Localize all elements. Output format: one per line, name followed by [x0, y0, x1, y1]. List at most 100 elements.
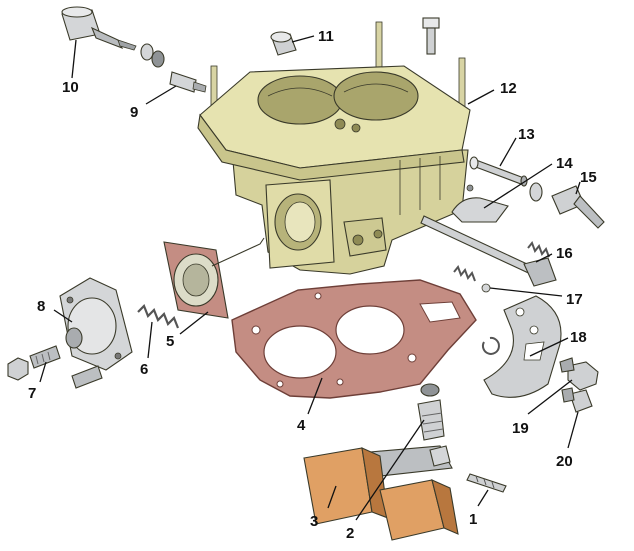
bore-small-port — [334, 118, 346, 130]
lever-plate-pivot — [466, 184, 474, 192]
part-screw-19 — [559, 357, 599, 391]
screw-20-shank — [561, 387, 575, 403]
callout-18: 18 — [570, 329, 587, 346]
callout-9: 9 — [130, 104, 138, 121]
leader-17 — [489, 287, 563, 297]
fuel-fitting-nozzle — [573, 195, 605, 229]
callout-1: 1 — [469, 511, 477, 528]
leader-18 — [529, 337, 569, 357]
leader-20 — [567, 411, 579, 449]
jet-fitting-thread — [192, 81, 207, 93]
cam-plate-slot — [523, 341, 545, 361]
leader-5 — [179, 311, 209, 335]
leader-12 — [467, 89, 495, 105]
fuel-fitting-washer — [529, 182, 543, 202]
leader-6 — [147, 321, 153, 359]
part-cam-plate — [481, 295, 562, 398]
return-spring-coil — [527, 241, 550, 258]
callout-19: 19 — [512, 420, 529, 437]
part-top-screw — [422, 17, 440, 55]
body-top-flange — [199, 65, 471, 169]
gasket-hole-3 — [407, 353, 417, 363]
gasket-hole-5 — [276, 380, 284, 388]
bore-venturi-detail — [267, 83, 409, 97]
lever-plate — [451, 197, 509, 223]
gasket-bore-left — [263, 325, 337, 379]
small-ball — [481, 283, 491, 293]
axle-pin-shank — [472, 159, 525, 185]
cam-clip — [481, 336, 500, 355]
callout-11: 11 — [318, 28, 334, 45]
float-arm-pin — [429, 445, 451, 467]
boss-hole-2 — [373, 229, 383, 239]
pump-cover-bolt-hole — [66, 296, 74, 304]
gasket-bore-right — [335, 305, 405, 355]
cam-plate-hole-1 — [515, 307, 525, 317]
diaphragm-rod — [211, 237, 265, 267]
screw-19-head — [567, 361, 599, 391]
leader-19 — [527, 379, 573, 415]
boss-hole — [352, 234, 364, 246]
leader-13 — [499, 137, 517, 167]
callout-3: 3 — [310, 513, 318, 530]
throttle-shaft-rod — [420, 215, 541, 278]
part-carburetor-body — [197, 21, 471, 275]
leader-8 — [53, 309, 73, 323]
seat-washer — [420, 383, 440, 397]
adjusting-screw-thread — [35, 351, 51, 365]
leader-7 — [39, 361, 47, 383]
secondary-bore — [333, 71, 419, 121]
gasket-hole-2 — [314, 292, 322, 300]
axle-pin-head — [469, 156, 479, 170]
leader-10 — [71, 39, 77, 79]
primary-bore — [257, 75, 343, 125]
part-lever-plate — [451, 184, 509, 223]
leader-3 — [327, 485, 337, 509]
gasket-cutout — [419, 301, 461, 323]
seat-thread — [421, 412, 444, 433]
cover-screw — [71, 365, 103, 389]
gasket-hole-4 — [336, 378, 344, 386]
needle-tip — [475, 475, 495, 489]
screw-20-head — [569, 389, 593, 413]
leader-4 — [307, 377, 323, 415]
solenoid-nozzle — [90, 26, 124, 50]
callout-8: 8 — [37, 298, 45, 315]
leader-9 — [145, 85, 177, 105]
part-jet-fitting — [169, 71, 207, 93]
solenoid-cap — [61, 6, 93, 18]
jet-fitting-body — [169, 71, 197, 93]
callout-20: 20 — [556, 453, 573, 470]
part-needle — [466, 473, 507, 493]
callout-17: 17 — [566, 291, 583, 308]
part-pump-cover — [59, 277, 133, 371]
callout-6: 6 — [140, 361, 148, 378]
callout-13: 13 — [518, 126, 535, 143]
body-side-boss — [343, 217, 387, 257]
part-plug — [270, 31, 297, 56]
leader-lines — [39, 35, 581, 521]
leader-16 — [535, 253, 553, 263]
pump-cover-outlet — [65, 327, 83, 349]
top-screw-shank — [426, 27, 436, 55]
leader-15 — [575, 181, 581, 195]
diaphragm-center — [182, 263, 210, 297]
callout-14: 14 — [556, 155, 573, 172]
throttle-shaft-lever — [523, 257, 557, 287]
small-spring-coil — [453, 265, 476, 282]
solenoid-washer — [140, 43, 154, 61]
part-pump-spring — [137, 304, 180, 329]
part-adjusting-screw — [7, 345, 103, 389]
callout-15: 15 — [580, 169, 597, 186]
body-right-rib — [399, 156, 441, 215]
cam-plate-hole-2 — [529, 325, 539, 335]
bore-small-port-2 — [351, 123, 361, 133]
cam-plate — [483, 295, 562, 398]
callout-2: 2 — [346, 525, 354, 542]
solenoid-seal — [151, 50, 165, 68]
callout-5: 5 — [166, 333, 174, 350]
callout-16: 16 — [556, 245, 573, 262]
callout-10: 10 — [62, 79, 79, 96]
part-return-spring — [453, 241, 550, 293]
